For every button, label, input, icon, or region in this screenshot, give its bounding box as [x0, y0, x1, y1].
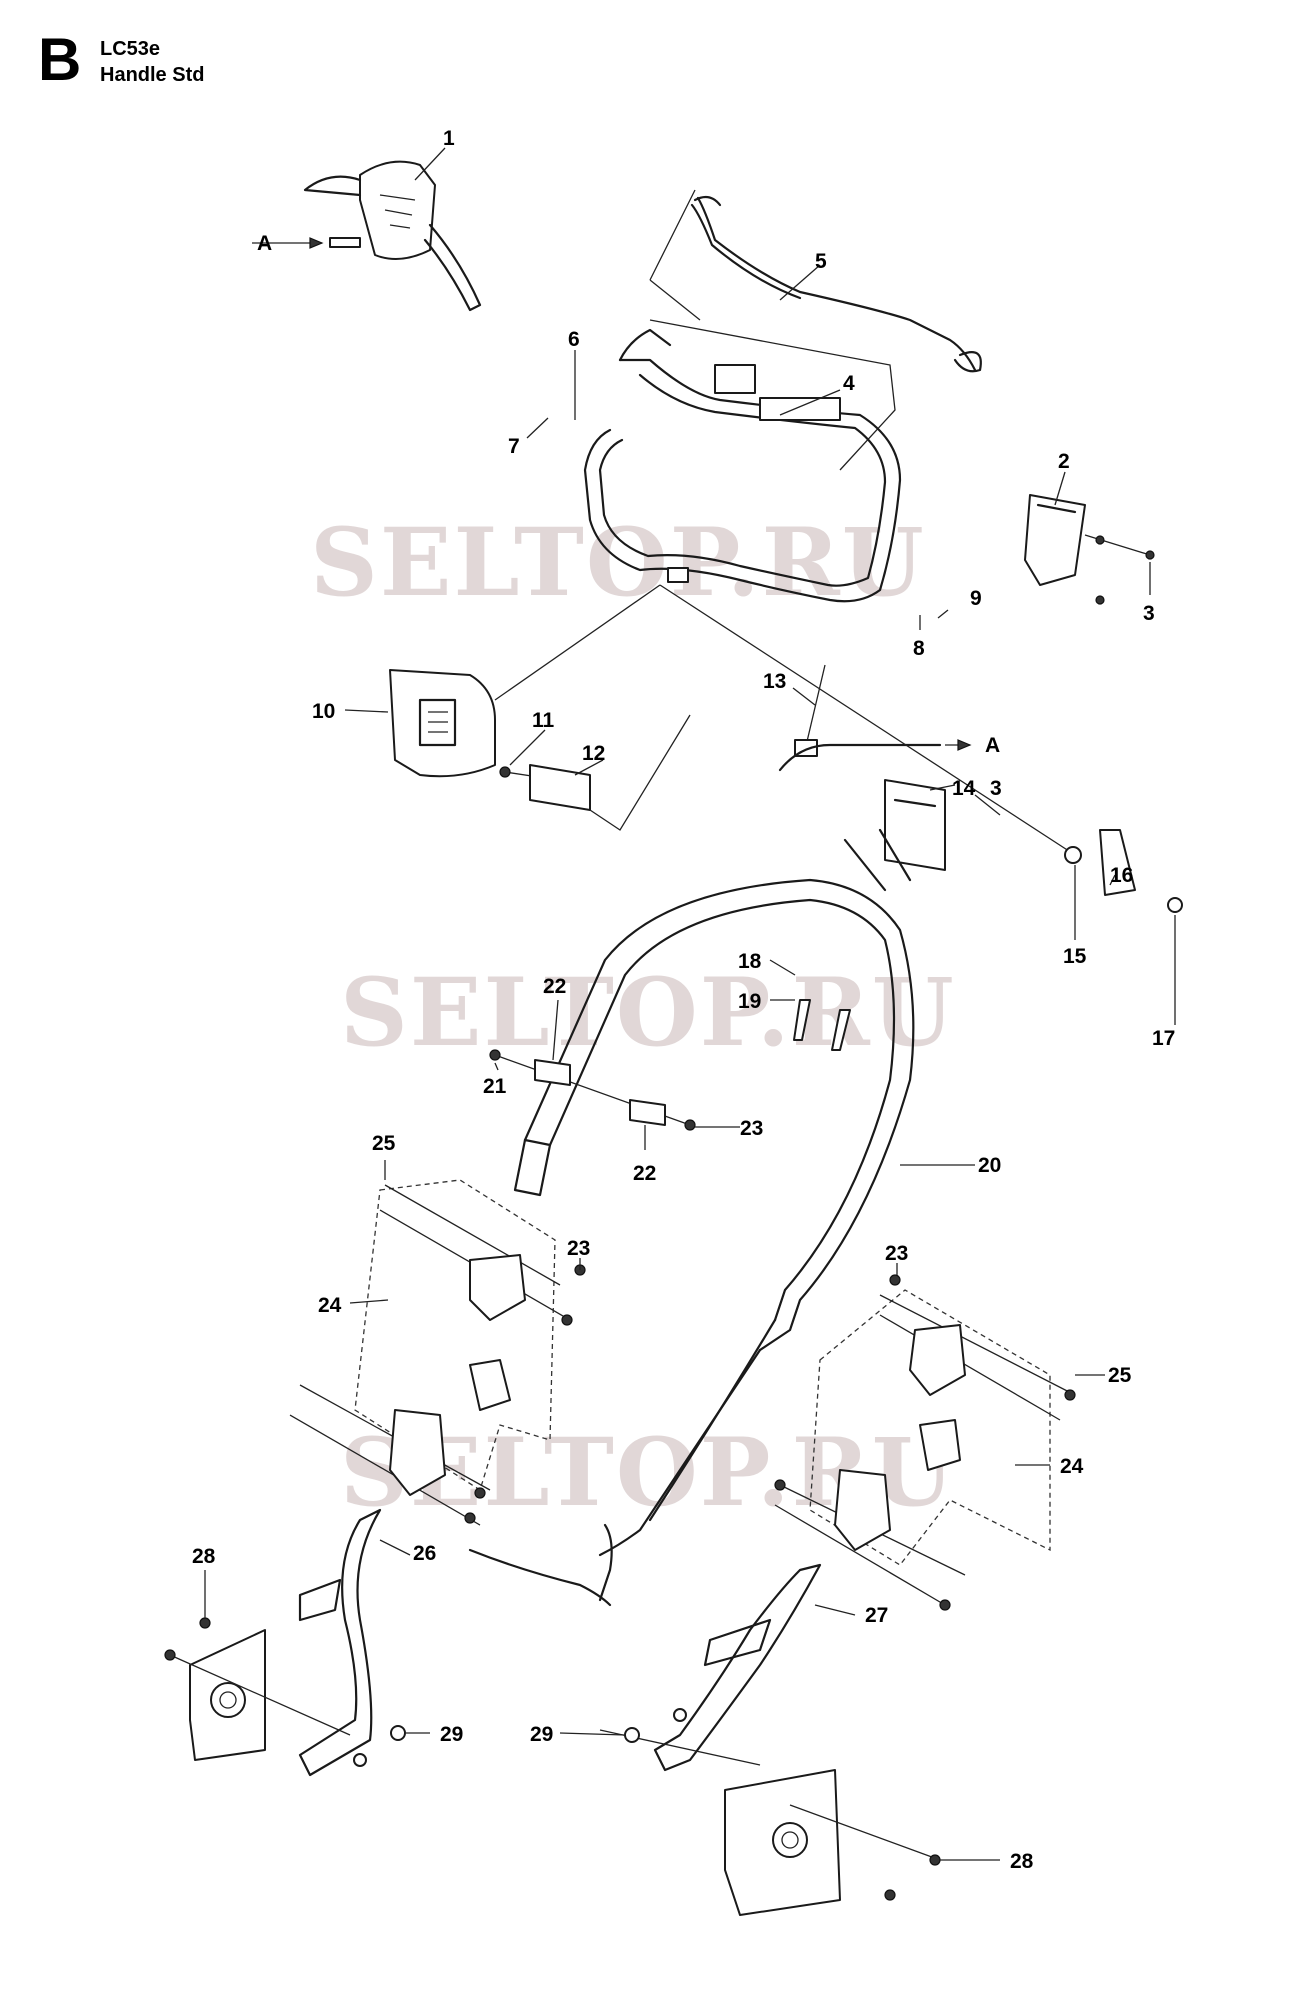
- callout-2: 2: [1058, 450, 1070, 473]
- callout-11: 11: [532, 709, 555, 732]
- callout-24b: 24: [1060, 1455, 1084, 1478]
- callout-20: 20: [978, 1154, 1001, 1177]
- wheel-bracket-left: [189, 1629, 266, 1761]
- bracket-part-2: [1024, 494, 1086, 586]
- hinge-lower-right: [834, 1469, 891, 1551]
- callout-6: 6: [568, 328, 580, 351]
- callout-9: 9: [970, 587, 982, 610]
- control-box-part-1: [303, 160, 482, 312]
- callout-23b: 23: [567, 1237, 590, 1260]
- callout-10: 10: [312, 700, 335, 723]
- callout-1: 1: [443, 127, 455, 150]
- callout-15: 15: [1063, 945, 1087, 968]
- callout-23c: 23: [885, 1242, 908, 1265]
- callout-4: 4: [843, 372, 855, 395]
- callout-27: 27: [865, 1604, 888, 1627]
- callout-28b: 28: [1010, 1850, 1034, 1873]
- callout-12: 12: [582, 742, 605, 765]
- callout-17: 17: [1152, 1027, 1175, 1050]
- callout-21: 21: [483, 1075, 507, 1098]
- callout-26: 26: [413, 1542, 436, 1565]
- wheel-bracket-right: [724, 1769, 841, 1916]
- callout-24a: 24: [318, 1294, 342, 1317]
- hinge-upper-right: [909, 1324, 966, 1396]
- callout-25b: 25: [1108, 1364, 1132, 1387]
- clip-part-22-lower: [629, 1099, 666, 1126]
- callout-25a: 25: [372, 1132, 396, 1155]
- clip-part-22-upper: [534, 1059, 571, 1086]
- hinge-lower-left: [389, 1409, 446, 1496]
- model-name: LC53e: [100, 38, 161, 60]
- callout-19: 19: [738, 990, 761, 1013]
- callout-3a: 3: [1143, 602, 1155, 625]
- connector-label-a-left: A: [257, 232, 272, 255]
- section-letter: B: [38, 26, 82, 93]
- callout-8: 8: [913, 637, 925, 660]
- hinge-upper-left: [469, 1254, 526, 1321]
- connector-label-a-right: A: [985, 734, 1000, 757]
- callout-28a: 28: [192, 1545, 216, 1568]
- bracket-part-14: [884, 779, 946, 871]
- callout-16: 16: [1110, 864, 1133, 887]
- lever-left: [469, 1359, 511, 1411]
- callout-23a: 23: [740, 1117, 763, 1140]
- callout-labels: 1 2 3 3 4 5 6 7 8 9 10 11 12 13 14 15 16…: [192, 127, 1175, 1873]
- watermark-2: SELTOP.RU: [340, 958, 956, 1068]
- callout-5: 5: [815, 250, 827, 273]
- callout-14: 14: [952, 777, 976, 800]
- lower-handle-part-20: [513, 878, 915, 1557]
- lower-leg-right-part-27: [653, 1563, 822, 1772]
- cover-part-10: [389, 669, 496, 778]
- lever-right: [919, 1419, 961, 1471]
- callout-7: 7: [508, 435, 520, 458]
- callout-29b: 29: [530, 1723, 553, 1746]
- callout-22b: 22: [633, 1162, 656, 1185]
- callout-22a: 22: [543, 975, 566, 998]
- callout-13: 13: [763, 670, 786, 693]
- lower-leg-left-part-26: [298, 1508, 382, 1777]
- callout-29a: 29: [440, 1723, 463, 1746]
- watermark-1: SELTOP.RU: [310, 508, 926, 618]
- callout-18: 18: [738, 950, 762, 973]
- callout-3b: 3: [990, 777, 1002, 800]
- diagram-title: Handle Std: [100, 64, 205, 86]
- leader-lines: [204, 147, 1176, 1861]
- knob-part-16: [1099, 829, 1136, 896]
